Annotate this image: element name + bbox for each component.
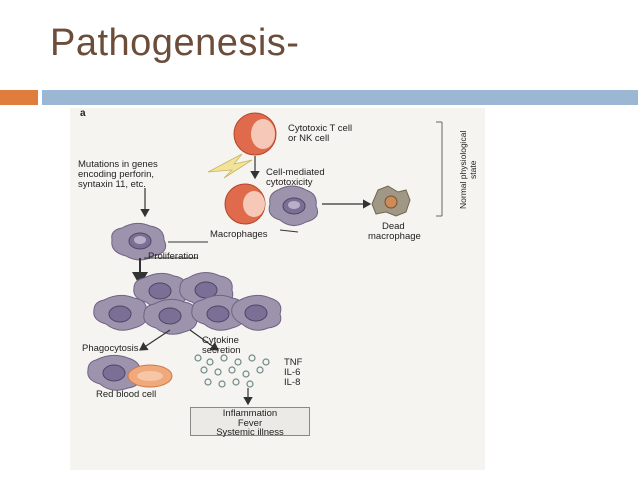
target-macrophage — [268, 185, 319, 226]
label-macrophages: Macrophages — [210, 229, 268, 240]
dead-macrophage — [371, 185, 411, 217]
label-red-blood-cell: Red blood cell — [96, 389, 157, 400]
figure-illustration — [87, 112, 443, 406]
label-macrophage: macrophage — [368, 231, 421, 242]
outcome-fever: Fever — [237, 417, 263, 429]
label-il8: IL-8 — [284, 377, 301, 388]
label-cell-mediated: Cell-mediated — [266, 167, 325, 178]
side-label-normal-state: Normal physiological state — [458, 130, 478, 210]
label-mutations-3: syntaxin 11, etc. — [78, 179, 146, 190]
label-nk-cell: or NK cell — [288, 133, 330, 144]
label-il6: IL-6 — [284, 367, 301, 378]
macrophage-cell — [111, 222, 167, 261]
label-mutations-2: encoding perforin, — [78, 169, 155, 180]
label-tnf: TNF — [284, 357, 303, 368]
outcome-inflammation: Inflammation — [222, 408, 278, 419]
slide-title: Pathogenesis- — [50, 22, 300, 64]
label-dead: Dead — [382, 221, 405, 232]
outcome-systemic-illness: Systemic illness — [216, 427, 284, 438]
panel-label: a — [80, 108, 86, 119]
label-phagocytosis: Phagocytosis — [82, 343, 139, 354]
t-cell-attacking — [224, 183, 266, 225]
lightning-bolt-icon — [207, 153, 253, 179]
macrophage-cluster — [93, 272, 282, 335]
label-secretion: secretion — [202, 345, 241, 356]
pathogenesis-figure: a Cytotoxic T cell or NK cell Mutations … — [70, 108, 485, 470]
outcome-box: Inflammation Fever Systemic illness — [190, 407, 310, 438]
accent-bar — [0, 90, 38, 105]
label-mutations-1: Mutations in genes — [78, 159, 158, 170]
label-cytotoxic-t-cell: Cytotoxic T cell — [288, 123, 353, 134]
label-cytotoxicity: cytotoxicity — [266, 177, 313, 188]
label-cytokine: Cytokine — [202, 335, 239, 346]
header-bar — [42, 90, 638, 105]
cytotoxic-t-cell — [233, 112, 277, 156]
label-proliferation: Proliferation — [148, 251, 199, 262]
phagocytosing-macrophage — [87, 354, 141, 391]
cytokine-particles — [194, 354, 270, 388]
red-blood-cell — [127, 364, 173, 388]
